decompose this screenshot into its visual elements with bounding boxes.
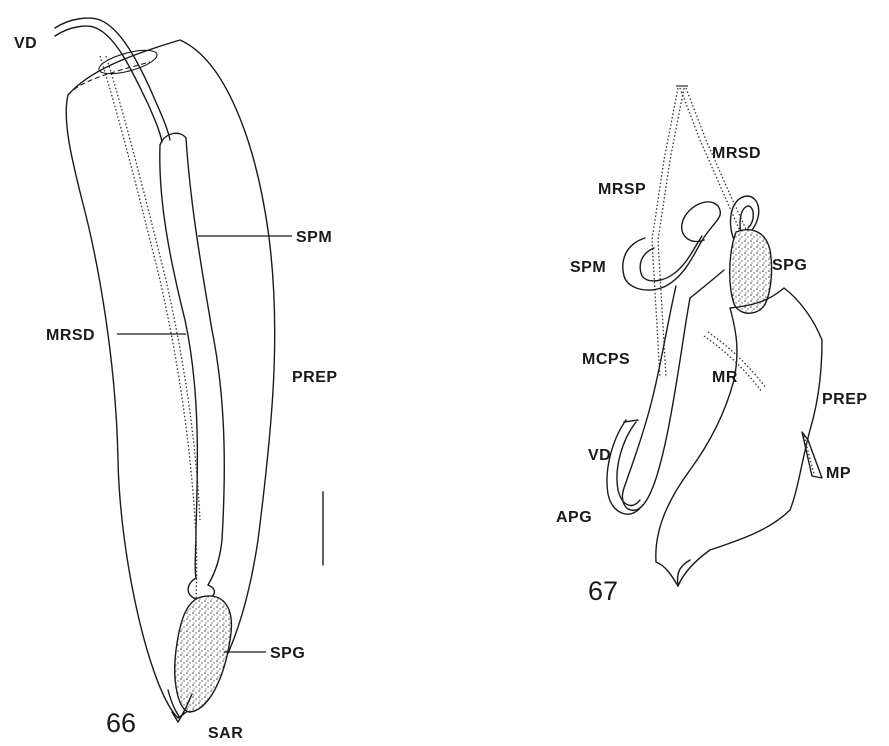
fig66-spg-gland bbox=[175, 596, 232, 712]
fig67-spg-gland bbox=[730, 230, 772, 314]
figure-67: MRSD MRSP SPM SPG MCPS MR PREP VD MP APG… bbox=[556, 86, 868, 606]
fig66-label-spg: SPG bbox=[270, 645, 305, 662]
fig66-vas-deferens-inner bbox=[55, 26, 162, 142]
fig67-retractor-mrsp bbox=[652, 88, 678, 378]
fig67-label-mrsp: MRSP bbox=[598, 181, 646, 198]
fig67-penis-coil bbox=[623, 202, 721, 290]
fig67-vas-deferens bbox=[607, 420, 640, 514]
fig67-label-mp: MP bbox=[826, 465, 851, 482]
fig66-number: 66 bbox=[106, 708, 136, 738]
fig66-penis-sheath-left bbox=[160, 145, 198, 578]
fig66-label-sar: SAR bbox=[208, 725, 243, 742]
fig67-retractor-mrsd bbox=[680, 88, 744, 240]
fig66-label-spm: SPM bbox=[296, 229, 332, 246]
fig66-label-mrsd: MRSD bbox=[46, 327, 95, 344]
fig67-label-mcps: MCPS bbox=[582, 351, 630, 368]
fig66-label-vd: VD bbox=[14, 35, 37, 52]
fig67-label-spg: SPG bbox=[772, 257, 807, 274]
fig67-mp-muscle bbox=[802, 432, 822, 478]
fig67-label-prep: PREP bbox=[822, 391, 868, 408]
fig67-label-spm: SPM bbox=[570, 259, 606, 276]
fig67-number: 67 bbox=[588, 576, 618, 606]
fig66-preputium-outline bbox=[66, 40, 275, 718]
fig66-vas-deferens bbox=[55, 18, 170, 140]
fig66-retractor-muscle-2 bbox=[106, 56, 200, 520]
fig66-retractor-muscle bbox=[100, 56, 197, 610]
fig67-vas-deferens-inner bbox=[617, 422, 640, 505]
figure-66: VD SPM MRSD PREP SPG SAR 66 bbox=[14, 18, 338, 742]
fig67-preputium bbox=[656, 288, 822, 586]
fig66-penis-sheath-top bbox=[160, 133, 186, 145]
fig67-penis-coil-inner bbox=[640, 236, 702, 281]
fig67-label-apg: APG bbox=[556, 509, 592, 526]
fig67-label-vd: VD bbox=[588, 447, 611, 464]
fig67-label-mr: MR bbox=[712, 369, 738, 386]
fig66-label-prep: PREP bbox=[292, 369, 338, 386]
fig67-retractor-mrsp-2 bbox=[658, 88, 684, 378]
fig67-penis-descending-inner bbox=[690, 270, 724, 298]
fig67-label-mrsd: MRSD bbox=[712, 145, 761, 162]
